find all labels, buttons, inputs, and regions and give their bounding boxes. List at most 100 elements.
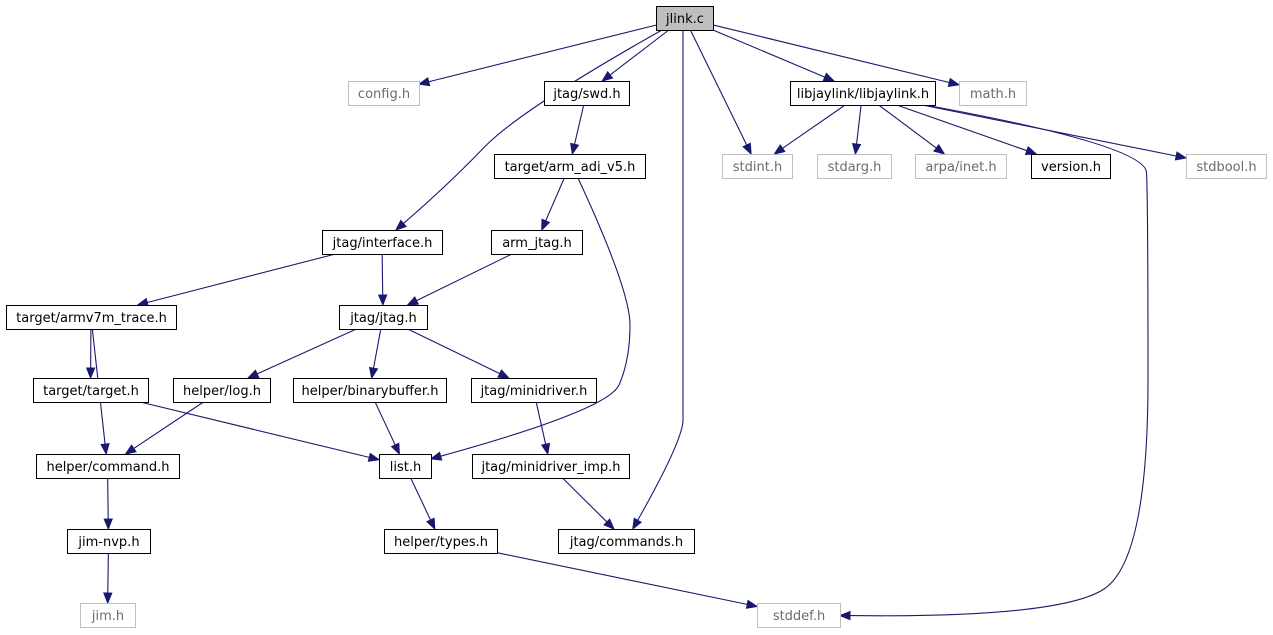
edge-list_h-to-helper_types_h (410, 477, 436, 531)
node-target-target-h[interactable]: target/target.h (33, 378, 149, 403)
edge-target_arm_adi_v5_h-to-arm_jtag_h-line (545, 177, 565, 222)
node-label: target/target.h (43, 384, 139, 399)
edge-helper_types_h-to-stddef_h (496, 552, 759, 609)
edge-jtag_jtag_h-to-jtag_minidriver_h-arrowhead (497, 369, 510, 379)
node-jtag-minidriver-h[interactable]: jtag/minidriver.h (471, 378, 597, 403)
node-box (472, 454, 630, 479)
edge-libjaylink_h-to-stddef_h-line (849, 104, 1149, 617)
edge-jtag_swd_h-to-target_arm_adi_v5_h (570, 104, 585, 156)
edges-layer (85, 24, 1188, 621)
edge-jlink_c-to-libjaylink_h-arrowhead (822, 72, 836, 82)
edge-list_h-to-helper_types_h-line (410, 477, 432, 521)
edge-helper_binarybuffer_h-to-list_h-line (374, 401, 396, 446)
node-jtag-swd-h[interactable]: jtag/swd.h (544, 81, 630, 106)
edge-target_armv7m_trace_h-to-target_target_h (85, 328, 96, 380)
node-label: target/armv7m_trace.h (16, 311, 167, 326)
edge-jlink_c-to-config_h-arrowhead (417, 77, 431, 87)
node-label: jtag/minidriver_imp.h (480, 460, 620, 475)
node-box (491, 230, 583, 255)
edge-helper_types_h-to-stddef_h-line (496, 552, 748, 605)
node-helper-log-h[interactable]: helper/log.h (173, 378, 271, 403)
edge-jlink_c-to-math_h-arrowhead (947, 77, 961, 87)
node-label: helper/log.h (183, 384, 261, 399)
node-box (6, 305, 177, 330)
edge-helper_command_h-to-jim_nvp_h-line (107, 477, 109, 520)
node-box (656, 6, 714, 31)
node-label: jtag/interface.h (332, 236, 433, 251)
edge-jlink_c-to-stdint_h (689, 29, 752, 156)
node-label: helper/binarybuffer.h (302, 384, 439, 399)
node-helper-binarybuffer-h[interactable]: helper/binarybuffer.h (293, 378, 447, 403)
node-jtag-interface-h[interactable]: jtag/interface.h (322, 230, 443, 255)
edge-helper_log_h-to-helper_command_h-line (133, 401, 204, 449)
edge-helper_log_h-to-helper_command_h-arrowhead (124, 444, 137, 455)
node-arpa-inet-h: arpa/inet.h (915, 154, 1007, 179)
node-stdint-h: stdint.h (722, 154, 793, 179)
node-jtag-jtag-h[interactable]: jtag/jtag.h (339, 305, 428, 330)
node-label: stddef.h (773, 609, 825, 624)
edge-jtag_minidriver_imp_h-to-jtag_commands_h-line (562, 477, 608, 523)
edge-list_h-to-helper_types_h-arrowhead (426, 517, 436, 531)
node-box (1031, 154, 1111, 179)
edge-jtag_jtag_h-to-helper_binarybuffer_h (368, 328, 382, 380)
edge-jim_nvp_h-to-jim_h-arrowhead (103, 592, 113, 605)
edge-libjaylink_h-to-stdarg_h-line (856, 104, 862, 145)
node-version-h[interactable]: version.h (1031, 154, 1111, 179)
node-jtag-commands-h[interactable]: jtag/commands.h (558, 529, 695, 554)
node-target-armv7m-trace-h[interactable]: target/armv7m_trace.h (6, 305, 177, 330)
edge-jtag_interface_h-to-jtag_jtag_h (377, 253, 388, 307)
node-box (558, 529, 695, 554)
node-list-h[interactable]: list.h (379, 454, 432, 479)
edge-helper_command_h-to-jim_nvp_h-arrowhead (103, 518, 113, 531)
edge-helper_command_h-to-jim_nvp_h (103, 477, 113, 531)
node-stdarg-h: stdarg.h (817, 154, 892, 179)
edge-libjaylink_h-to-arpa_inet_h-arrowhead (933, 143, 946, 155)
node-target-arm-adi-v5-h[interactable]: target/arm_adi_v5.h (494, 154, 646, 179)
node-libjaylink-h[interactable]: libjaylink/libjaylink.h (790, 81, 936, 106)
edge-libjaylink_h-to-stdbool_h-arrowhead (1174, 151, 1188, 161)
edge-jlink_c-to-math_h-line (712, 24, 950, 84)
edge-jlink_c-to-stdint_h-arrowhead (742, 142, 752, 156)
node-jim-h: jim.h (80, 603, 136, 628)
edge-jtag_jtag_h-to-jtag_minidriver_h (407, 328, 510, 379)
edge-jlink_c-to-config_h-line (428, 24, 657, 83)
edge-target_arm_adi_v5_h-to-arm_jtag_h (541, 177, 565, 232)
node-label: stdarg.h (828, 160, 882, 175)
node-box (36, 454, 180, 479)
node-label: config.h (358, 87, 410, 102)
edge-jtag_minidriver_h-to-jtag_minidriver_imp_h (535, 401, 551, 456)
node-label: jtag/swd.h (552, 87, 620, 102)
node-label: jlink.c (665, 12, 704, 27)
edge-jlink_c-to-config_h (417, 24, 657, 87)
node-box (348, 81, 420, 106)
node-label: stdbool.h (1196, 160, 1256, 175)
node-helper-types-h[interactable]: helper/types.h (384, 529, 498, 554)
edge-jtag_minidriver_imp_h-to-jtag_commands_h (562, 477, 615, 530)
node-label: math.h (970, 87, 1016, 102)
node-box (80, 603, 136, 628)
edge-target_target_h-to-list_h (140, 401, 381, 462)
node-label: jtag/commands.h (569, 535, 683, 550)
edge-helper_log_h-to-helper_command_h (124, 401, 204, 455)
node-jtag-minidriver-imp-h[interactable]: jtag/minidriver_imp.h (472, 454, 630, 479)
node-box (471, 378, 597, 403)
node-box (959, 81, 1027, 106)
node-config-h: config.h (348, 81, 420, 106)
node-box (1186, 154, 1267, 179)
node-jlink-c[interactable]: jlink.c (656, 6, 714, 31)
node-jim-nvp-h[interactable]: jim-nvp.h (67, 529, 151, 554)
edge-target_target_h-to-list_h-line (140, 401, 370, 458)
edge-jim_nvp_h-to-jim_h (103, 552, 113, 605)
node-arm-jtag-h[interactable]: arm_jtag.h (491, 230, 583, 255)
edge-jlink_c-to-jtag_commands_h-arrowhead (632, 517, 643, 531)
node-label: jim.h (91, 609, 124, 624)
edge-libjaylink_h-to-arpa_inet_h-line (878, 104, 937, 149)
edge-arm_jtag_h-to-jtag_jtag_h-arrowhead (406, 296, 420, 306)
node-stddef-h: stddef.h (757, 603, 841, 628)
node-box (544, 81, 630, 106)
edge-jlink_c-to-stdint_h-line (689, 29, 748, 146)
edge-jlink_c-to-jtag_swd_h-arrowhead (601, 70, 614, 82)
edge-jtag_interface_h-to-target_armv7m_trace_h (136, 253, 336, 307)
node-label: jtag/minidriver.h (480, 384, 588, 399)
node-helper-command-h[interactable]: helper/command.h (36, 454, 180, 479)
